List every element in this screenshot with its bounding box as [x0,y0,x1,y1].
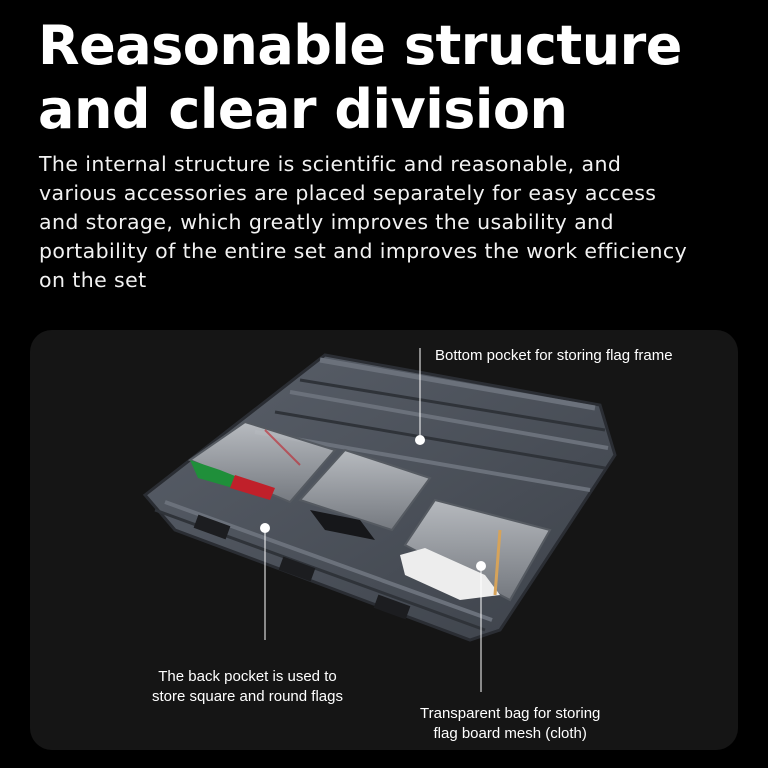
middle-pocket [298,448,432,540]
headline: Reasonable structure and clear division [38,14,758,142]
callout-bottom-pocket-pointer [415,348,425,445]
callout-transparent-bag-pointer [476,561,486,692]
callout-transparent-bag: Transparent bag for storing flag board m… [420,704,600,744]
description-line-3: and storage, which greatly improves the … [39,210,614,234]
description-line-4: portability of the entire set and improv… [39,239,688,263]
description-line-5: on the set [39,268,147,292]
description: The internal structure is scientific and… [39,150,759,295]
callout-back-pocket-line-1: The back pocket is used to [158,668,337,685]
callout-bottom-pocket-text: Bottom pocket for storing flag frame [435,347,673,364]
description-line-1: The internal structure is scientific and… [39,152,622,176]
callout-back-pocket: The back pocket is used to store square … [152,667,343,707]
headline-line-2: and clear division [38,78,568,141]
product-panel: Bottom pocket for storing flag frame The… [30,330,738,750]
transparent-bag [400,498,552,602]
headline-line-1: Reasonable structure [38,14,682,77]
back-pocket [187,420,337,504]
flag-bag-illustration [142,353,617,642]
callout-bottom-pocket: Bottom pocket for storing flag frame [435,346,673,366]
callout-back-pocket-line-2: store square and round flags [152,688,343,705]
callout-back-pocket-pointer [260,523,270,640]
callout-transparent-bag-line-1: Transparent bag for storing [420,705,601,722]
description-line-2: various accessories are placed separatel… [39,181,657,205]
callout-transparent-bag-line-2: flag board mesh (cloth) [433,725,587,742]
